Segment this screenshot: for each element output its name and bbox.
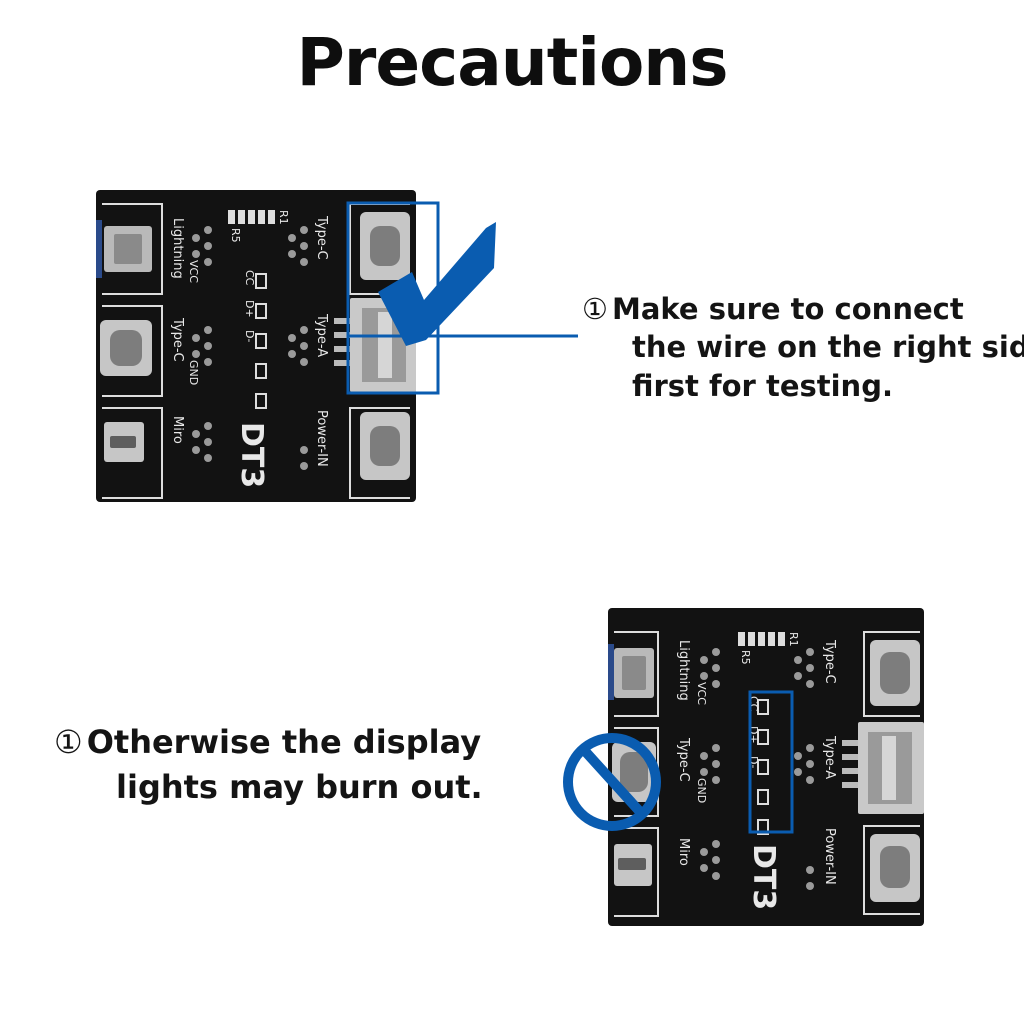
- label-cc: CC: [243, 270, 256, 286]
- label-r1-2: R1: [787, 632, 800, 647]
- label-miro: Miro: [170, 416, 185, 444]
- label-type-c-left: Type-C: [170, 317, 185, 362]
- board-model: DT3: [234, 422, 269, 488]
- label-r5: R5: [229, 228, 242, 243]
- label-lightning: Lightning: [170, 218, 185, 279]
- note-wrong-line-2: lights may burn out.: [116, 767, 483, 806]
- label-gnd-2: GND: [695, 778, 708, 803]
- label-vcc-2: VCC: [695, 682, 708, 705]
- pcb-board-wrong-drawing: Lightning Type-C Miro Type-C Type-A Powe…: [608, 631, 924, 917]
- label-type-a-2: Type-A: [822, 735, 837, 779]
- pcb-board-wrong: Lightning Type-C Miro Type-C Type-A Powe…: [608, 608, 924, 926]
- pcb-board-correct-drawing: Lightning Type-C Miro Type-C Type-A Powe…: [96, 203, 416, 499]
- note-correct-line-2: the wire on the right side: [632, 330, 1024, 365]
- note-wrong-marker: ①: [54, 723, 83, 761]
- page-title: Precautions: [296, 24, 728, 101]
- label-type-c-right-2: Type-C: [822, 639, 837, 684]
- label-dminus: D-: [243, 330, 256, 342]
- note-correct-line-3: first for testing.: [632, 368, 893, 403]
- label-vcc: VCC: [187, 260, 200, 283]
- label-miro-2: Miro: [676, 838, 691, 866]
- label-dplus: D+: [243, 300, 256, 318]
- label-power-in-2: Power-IN: [822, 828, 837, 885]
- pcb-board-correct: Lightning Type-C Miro Type-C Type-A Powe…: [96, 190, 416, 502]
- label-power-in: Power-IN: [314, 410, 329, 467]
- label-dminus-2: D-: [747, 756, 760, 768]
- label-gnd: GND: [187, 360, 200, 385]
- label-type-c-right: Type-C: [314, 215, 329, 260]
- label-cc-2: CC: [747, 696, 760, 712]
- label-r5-2: R5: [739, 650, 752, 665]
- label-type-c-left-2: Type-C: [676, 737, 691, 782]
- label-lightning-2: Lightning: [676, 640, 691, 701]
- label-r1: R1: [277, 210, 290, 225]
- label-dplus-2: D+: [747, 726, 760, 744]
- board-model-2: DT3: [746, 844, 781, 910]
- note-correct-marker: ①: [582, 292, 608, 326]
- label-type-a: Type-A: [314, 313, 329, 357]
